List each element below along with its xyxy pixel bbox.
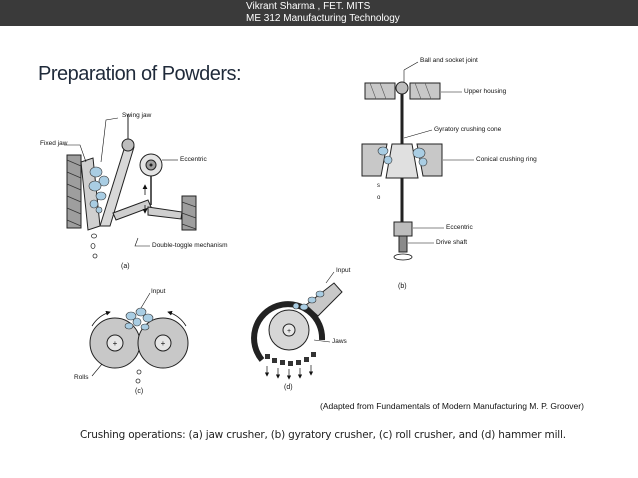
label-jaws: Jaws	[332, 338, 347, 345]
label-drive-shaft: Drive shaft	[436, 239, 468, 246]
sublabel-b: (b)	[398, 283, 407, 290]
label-ball-joint: Ball and socket joint	[420, 57, 478, 64]
label-fixed-jaw: Fixed jaw	[40, 140, 68, 147]
label-cone: Gyratory crushing cone	[434, 126, 502, 133]
roll-crusher-diagram: + +	[89, 292, 189, 384]
label-ring: Conical crushing ring	[476, 156, 537, 163]
svg-text:+: +	[287, 328, 291, 335]
hammer-mill-diagram: +	[251, 271, 343, 380]
slide-header-bar	[0, 0, 638, 26]
jaw-crusher-diagram	[64, 114, 197, 259]
sublabel-c: (c)	[135, 388, 144, 395]
slide-title: Preparation of Powders:	[38, 63, 242, 85]
svg-text:+: +	[113, 339, 118, 348]
header-author: Vikrant Sharma , FET. MITS	[246, 1, 371, 12]
label-input-c: Input	[151, 288, 166, 295]
sublabel-d: (d)	[284, 384, 293, 391]
svg-text:s: s	[377, 183, 380, 189]
label-swing-jaw: Swing jaw	[122, 112, 152, 119]
figure-caption: Crushing operations: (a) jaw crusher, (b…	[80, 429, 566, 441]
label-toggle: Double-toggle mechanism	[152, 242, 228, 249]
label-eccentric-a: Eccentric	[180, 156, 207, 163]
label-rolls: Rolls	[74, 374, 89, 381]
label-eccentric-b: Eccentric	[446, 224, 473, 231]
svg-text:+: +	[161, 339, 166, 348]
label-input-d: Input	[336, 267, 351, 274]
svg-text:o: o	[377, 195, 381, 201]
figure-credit: (Adapted from Fundamentals of Modern Man…	[320, 401, 584, 411]
header-course: ME 312 Manufacturing Technology	[246, 13, 400, 24]
label-upper-housing: Upper housing	[464, 88, 507, 95]
gyratory-crusher-diagram: s o	[361, 61, 474, 261]
sublabel-a: (a)	[121, 263, 130, 270]
